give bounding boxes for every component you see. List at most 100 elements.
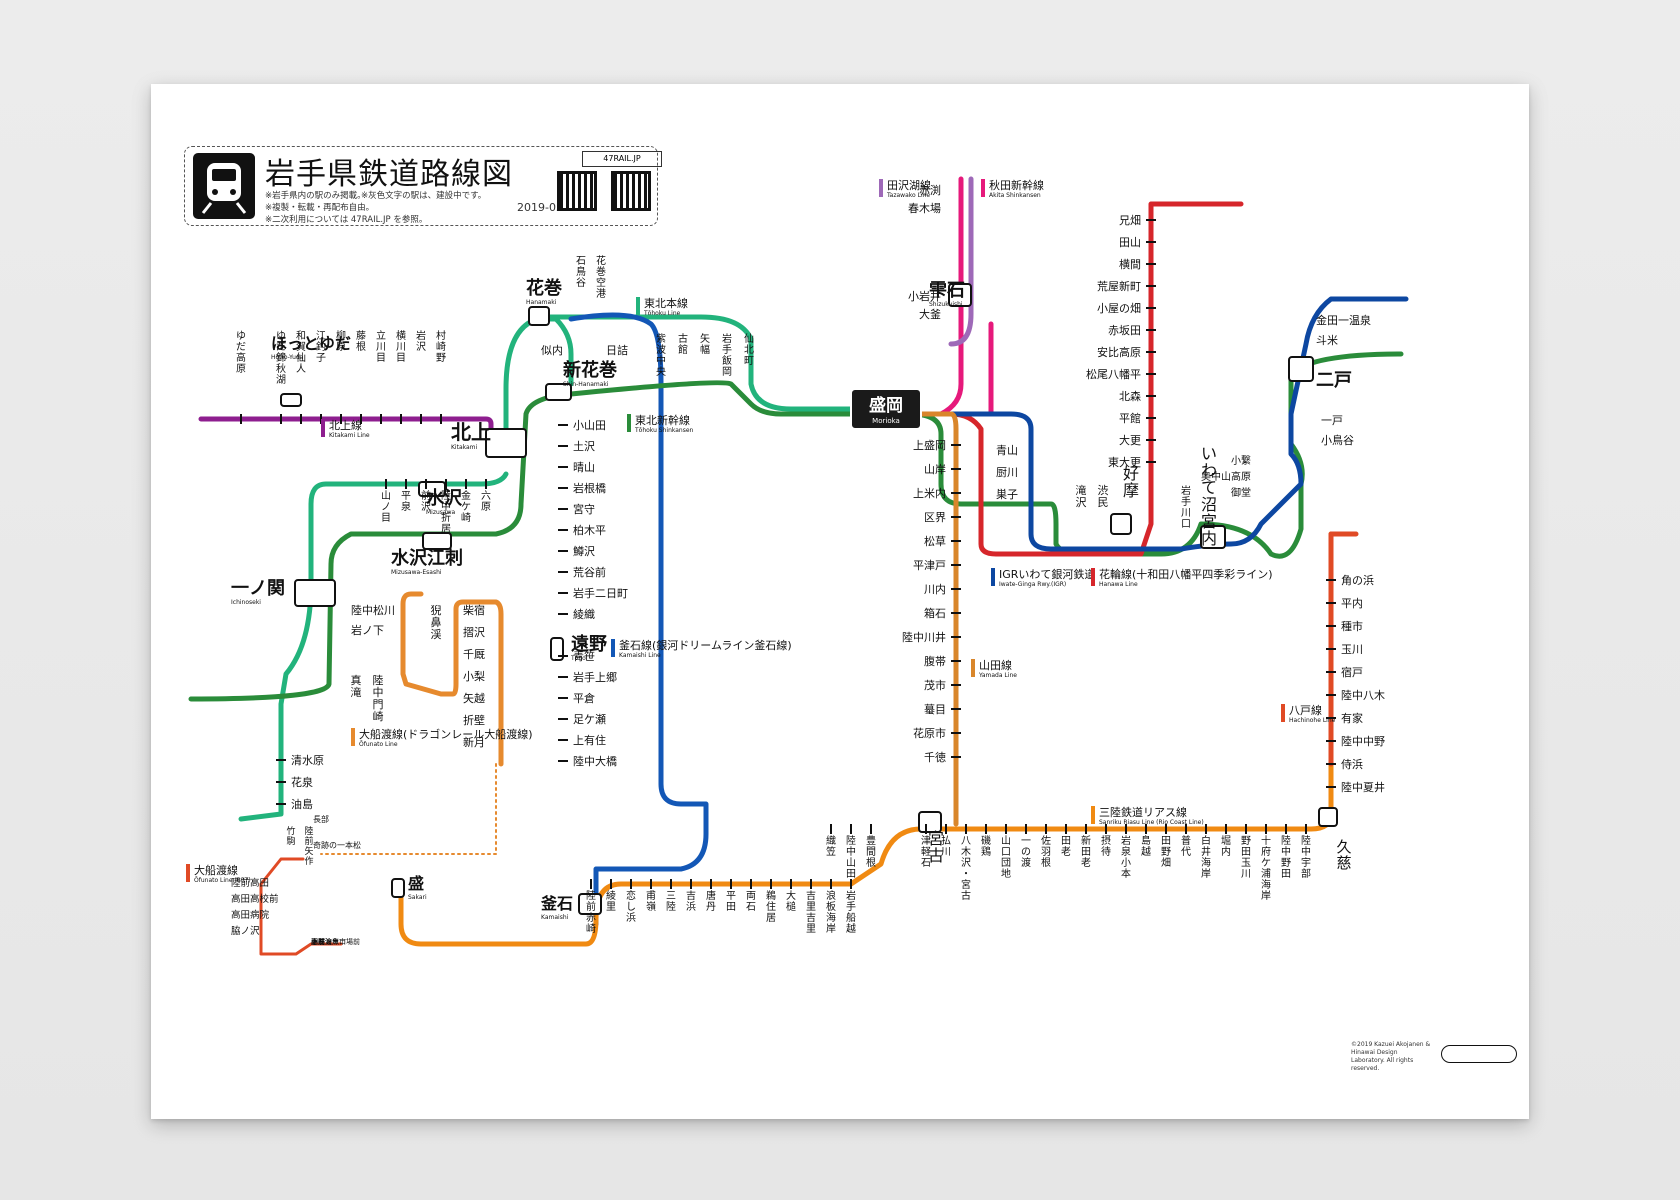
svg-text:吉: 吉: [806, 890, 816, 902]
legend-color-bar: [981, 179, 985, 197]
svg-text:田: 田: [1081, 847, 1091, 858]
svg-text:手: 手: [846, 900, 856, 913]
svg-text:横: 横: [396, 329, 406, 342]
station-label: 赤渕: [919, 183, 941, 197]
station-label: 小梨: [463, 669, 485, 683]
legend-color-bar: [971, 659, 975, 677]
station-marker-sakari: [391, 878, 405, 898]
svg-text:住: 住: [766, 900, 776, 913]
station-label: 島越: [1141, 834, 1151, 858]
station-marker-shizukuishi: [948, 283, 972, 307]
station-romaji-t-no: Tōno: [570, 655, 586, 662]
svg-text:根: 根: [866, 856, 876, 869]
svg-text:ケ: ケ: [461, 501, 471, 513]
note-2: ※灰色文字の駅は、建設中です。: [361, 191, 487, 201]
svg-text:岩: 岩: [722, 332, 732, 345]
svg-text:府: 府: [1261, 845, 1271, 858]
station-label: 柳原: [336, 329, 346, 353]
legend-label: 山田線: [979, 658, 1012, 672]
svg-text:佐: 佐: [1041, 835, 1051, 847]
svg-text:前: 前: [421, 489, 431, 502]
station-label: 千厩: [463, 648, 485, 661]
station-label: 奥中山高原: [1201, 470, 1251, 483]
station-label: 晴山: [573, 461, 595, 474]
station-label: 荒谷前: [573, 565, 606, 579]
svg-text:磯: 磯: [981, 834, 991, 847]
station-label: 小鳥谷: [1321, 433, 1354, 447]
station-label: 大釜: [919, 307, 941, 321]
station-label: 平内: [1341, 596, 1363, 610]
svg-text:仙: 仙: [296, 351, 306, 364]
svg-text:作: 作: [304, 855, 313, 867]
station-label: 兄畑: [1119, 214, 1141, 227]
station-label: 陸中大橋: [573, 754, 617, 768]
svg-text:民: 民: [1098, 496, 1109, 509]
note-3: ※複製・転載・再配布自由。: [265, 203, 375, 213]
svg-text:払: 払: [941, 834, 951, 847]
svg-text:紫: 紫: [656, 333, 666, 345]
svg-text:海: 海: [1201, 856, 1211, 869]
svg-text:矢: 矢: [304, 845, 313, 857]
station-label: 柏木平: [573, 523, 606, 537]
station-label: 岩手二日町: [573, 586, 628, 600]
svg-text:吉: 吉: [806, 912, 816, 924]
svg-text:立: 立: [376, 329, 386, 342]
station-label: 金ケ崎: [461, 489, 471, 524]
station-label: 村崎野: [436, 329, 446, 364]
station-label: 北森: [1119, 389, 1141, 403]
svg-text:堀: 堀: [1221, 835, 1231, 847]
station-marker-t-no: [550, 637, 564, 661]
station-label: 大更: [1119, 433, 1141, 447]
svg-text:折: 折: [441, 511, 451, 524]
station-label-ninohe: 二戸: [1316, 370, 1352, 391]
svg-text:沢: 沢: [1076, 495, 1087, 509]
station-label: 藤根: [356, 330, 366, 353]
svg-text:渋: 渋: [1098, 484, 1109, 497]
station-label: 玉川: [1341, 643, 1363, 656]
legend-color-bar: [1091, 568, 1095, 586]
legend-label-romaji: Tōhoku Line: [643, 310, 681, 317]
svg-text:巻: 巻: [596, 266, 606, 278]
legend-color-bar: [1091, 806, 1095, 824]
svg-text:一: 一: [1021, 836, 1031, 847]
svg-text:田: 田: [1061, 836, 1071, 847]
station-label: 平津戸: [913, 559, 946, 572]
ofunato-brt: [259, 857, 343, 956]
svg-text:北: 北: [744, 344, 754, 356]
qr-code-icon[interactable]: [557, 171, 597, 211]
svg-text:中: 中: [656, 354, 666, 367]
station-label: 下船渡: [311, 937, 332, 946]
svg-text:だ: だ: [276, 341, 286, 353]
train-icon: [193, 153, 255, 219]
legend-label: 北上線: [329, 418, 362, 432]
station-romaji-ichinoseki: Ichinoseki: [231, 599, 261, 606]
svg-text:崎: 崎: [373, 709, 384, 723]
svg-text:老: 老: [1061, 845, 1071, 858]
station-label-koma: 好摩: [1123, 464, 1139, 500]
svg-text:田: 田: [1281, 869, 1291, 880]
legend-label: 釜石線(銀河ドリームライン釜石線): [619, 638, 792, 652]
sanriku-riasu-line: [398, 531, 1334, 947]
legend-label-romaji: Yamada Line: [978, 672, 1017, 679]
svg-text:川: 川: [941, 847, 951, 858]
station-romaji-mizusawa: Mizusawa: [426, 509, 456, 516]
svg-text:前: 前: [304, 835, 313, 847]
svg-text:岩: 岩: [1121, 834, 1131, 847]
svg-text:鵜: 鵜: [766, 889, 776, 902]
station-label: 碁石海岸口: [311, 937, 346, 946]
svg-text:宮: 宮: [928, 829, 944, 848]
station-label: 渋民: [1098, 484, 1109, 509]
site-logo[interactable]: 47RAIL.JP: [582, 151, 662, 167]
qr-code-icon[interactable]: [611, 171, 651, 211]
legend-label-romaji: Sanriku Riasu Line (Rio Coast Line): [1099, 819, 1204, 826]
station-label: 高田病院: [231, 909, 270, 921]
svg-text:い: い: [1201, 444, 1217, 463]
svg-text:陸: 陸: [1281, 834, 1291, 847]
svg-text:原: 原: [336, 341, 346, 353]
station-label: 払川: [941, 834, 951, 858]
station-label: 上有住: [573, 733, 606, 747]
station-label: 岩ノ下: [351, 623, 384, 637]
svg-text:泉: 泉: [1121, 845, 1131, 858]
legend-color-bar: [351, 728, 355, 746]
